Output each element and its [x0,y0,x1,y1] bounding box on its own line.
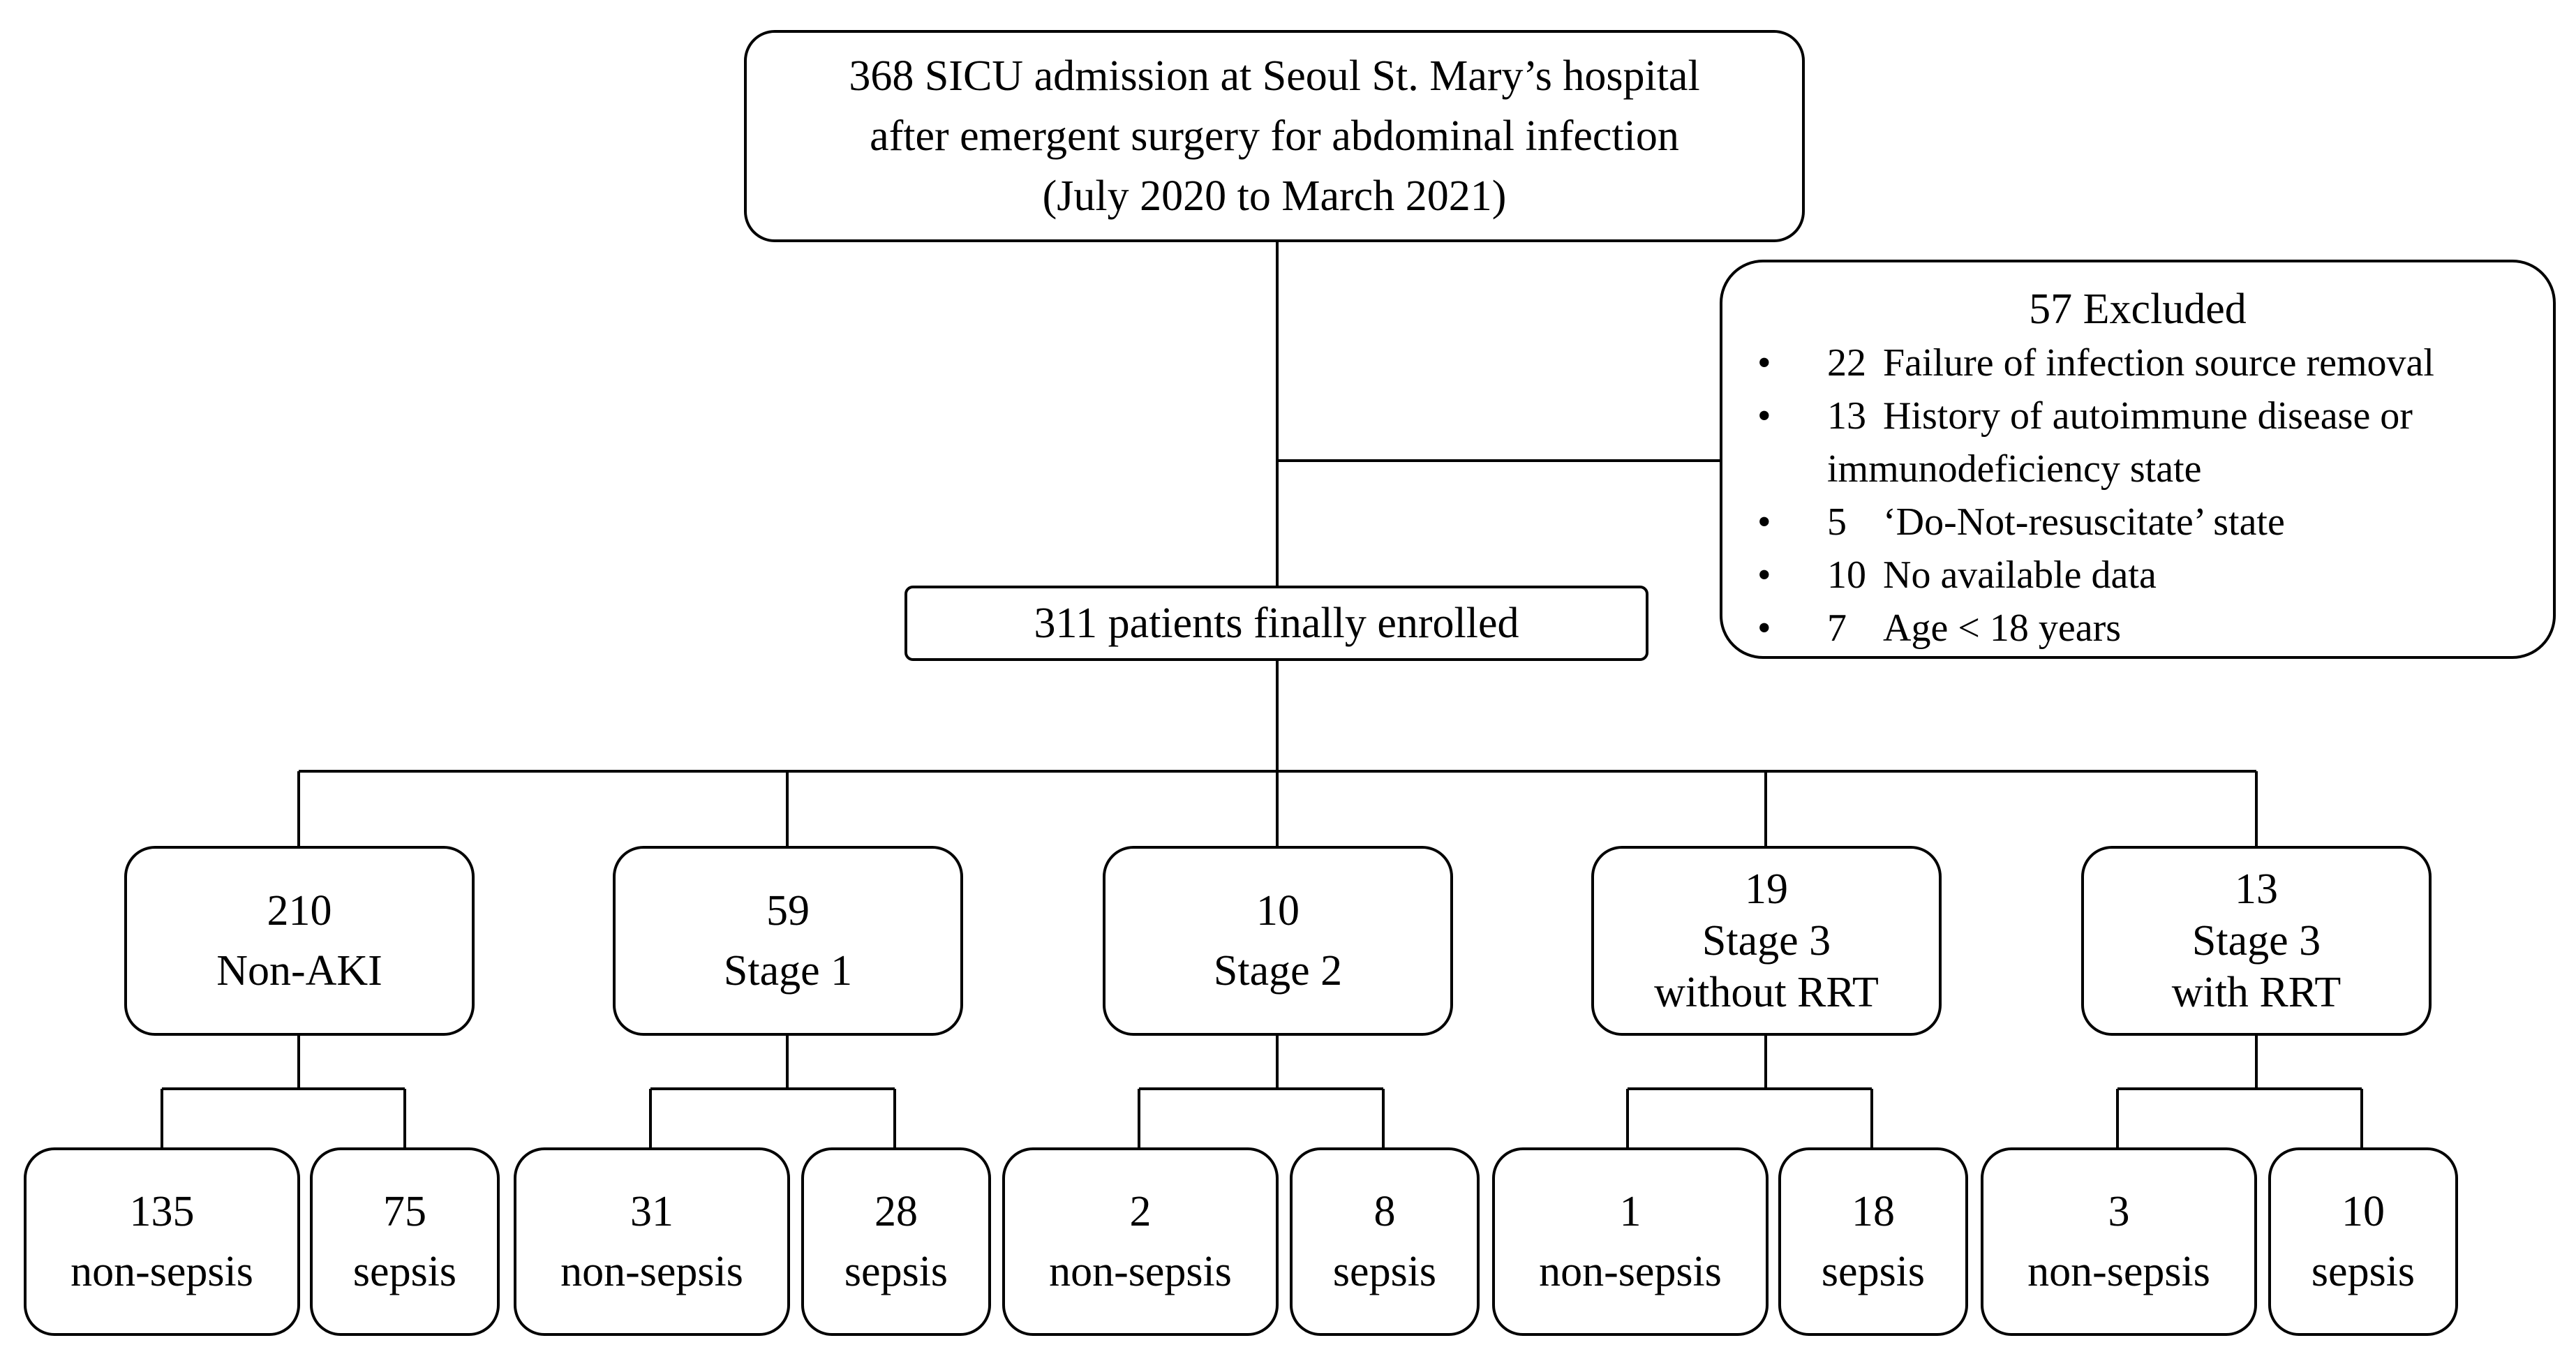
excluded-item: • 13 History of autoimmune disease or [1757,389,2553,442]
leaf-label: non-sepsis [1539,1248,1722,1295]
leaf-box-stage-3-rrt-sepsis: 10 sepsis [2268,1147,2458,1336]
stage-box-stage-2: 10 Stage 2 [1103,846,1453,1036]
excluded-item: • 22 Failure of infection source removal [1757,336,2553,389]
leaf-label: sepsis [352,1248,457,1295]
stage-count: 13 [2235,865,2278,913]
leaf-count: 31 [630,1188,673,1235]
excluded-reason: Age < 18 years [1883,607,2122,650]
bullet-icon: • [1757,553,1771,597]
leaf-count: 1 [1619,1188,1641,1235]
stage-label: Stage 3 [2191,917,2321,965]
excluded-box: 57 Excluded • 22 Failure of infection sour… [1720,260,2556,659]
leaf-count: 8 [1373,1188,1396,1235]
leaf-label: non-sepsis [560,1248,743,1295]
enrolled-label: 311 patients finally enrolled [1034,600,1519,647]
leaf-box-stage-1-sepsis: 28 sepsis [801,1147,991,1336]
admission-box: 368 SICU admission at Seoul St. Mary’s h… [744,30,1805,242]
leaf-label: non-sepsis [2027,1248,2210,1295]
excluded-list: • 22 Failure of infection source removal •… [1722,336,2553,655]
leaf-count: 28 [874,1188,918,1235]
stage-label: Stage 3 [1702,917,1831,965]
bullet-icon: • [1757,607,1771,650]
stage-box-stage-3-without-rrt: 19 Stage 3 without RRT [1591,846,1942,1036]
bullet-icon: • [1757,341,1771,385]
leaf-count: 135 [129,1188,195,1235]
stage-count: 19 [1745,865,1788,913]
excluded-count: 10 [1827,553,1866,597]
excluded-item: • 7 Age < 18 years [1757,602,2553,655]
leaf-box-non-aki-non-sepsis: 135 non-sepsis [24,1147,300,1336]
excluded-reason-cont: immunodeficiency state [1827,447,2202,491]
admission-line-2: after emergent surgery for abdominal inf… [870,112,1679,160]
leaf-box-stage-2-sepsis: 8 sepsis [1290,1147,1480,1336]
stage-count: 10 [1256,887,1300,935]
leaf-box-stage-2-non-sepsis: 2 non-sepsis [1002,1147,1279,1336]
stage-label: Stage 2 [1213,947,1343,995]
excluded-reason: History of autoimmune disease or [1883,394,2413,438]
leaf-box-non-aki-sepsis: 75 sepsis [310,1147,500,1336]
excluded-count: 22 [1827,341,1866,385]
leaf-label: non-sepsis [70,1248,253,1295]
stage-label: Stage 1 [723,947,853,995]
leaf-label: non-sepsis [1049,1248,1232,1295]
excluded-reason: No available data [1883,553,2157,597]
leaf-box-stage-3-no-rrt-non-sepsis: 1 non-sepsis [1492,1147,1769,1336]
excluded-item: • 5 ‘Do-Not-resuscitate’ state [1757,496,2553,549]
excluded-title: 57 Excluded [2029,285,2247,333]
excluded-count: 7 [1827,607,1847,650]
leaf-label: sepsis [1821,1248,1926,1295]
leaf-count: 10 [2342,1188,2385,1235]
stage-box-non-aki: 210 Non-AKI [124,846,475,1036]
leaf-label: sepsis [844,1248,948,1295]
leaf-label: sepsis [1332,1248,1437,1295]
leaf-box-stage-3-rrt-non-sepsis: 3 non-sepsis [1981,1147,2257,1336]
leaf-label: sepsis [2311,1248,2415,1295]
stage-count: 59 [766,887,810,935]
excluded-reason: Failure of infection source removal [1883,341,2434,385]
stage-label: Non-AKI [216,947,382,995]
leaf-count: 75 [383,1188,426,1235]
leaf-box-stage-1-non-sepsis: 31 non-sepsis [514,1147,790,1336]
stage-sublabel: without RRT [1654,969,1879,1016]
excluded-item-continuation: immunodeficiency state [1757,442,2553,496]
bullet-icon: • [1757,500,1771,544]
stage-sublabel: with RRT [2171,969,2342,1016]
excluded-count: 13 [1827,394,1866,438]
leaf-count: 2 [1129,1188,1152,1235]
enrolled-box: 311 patients finally enrolled [904,586,1648,661]
excluded-item: • 10 No available data [1757,549,2553,602]
stage-count: 210 [267,887,332,935]
bullet-icon: • [1757,394,1771,438]
admission-line-3: (July 2020 to March 2021) [1042,172,1507,220]
admission-line-1: 368 SICU admission at Seoul St. Mary’s h… [849,52,1700,100]
excluded-count: 5 [1827,500,1847,544]
excluded-reason: ‘Do-Not-resuscitate’ state [1883,500,2285,544]
stage-box-stage-1: 59 Stage 1 [613,846,963,1036]
leaf-box-stage-3-no-rrt-sepsis: 18 sepsis [1778,1147,1968,1336]
leaf-count: 18 [1852,1188,1895,1235]
leaf-count: 3 [2108,1188,2130,1235]
stage-box-stage-3-with-rrt: 13 Stage 3 with RRT [2081,846,2432,1036]
